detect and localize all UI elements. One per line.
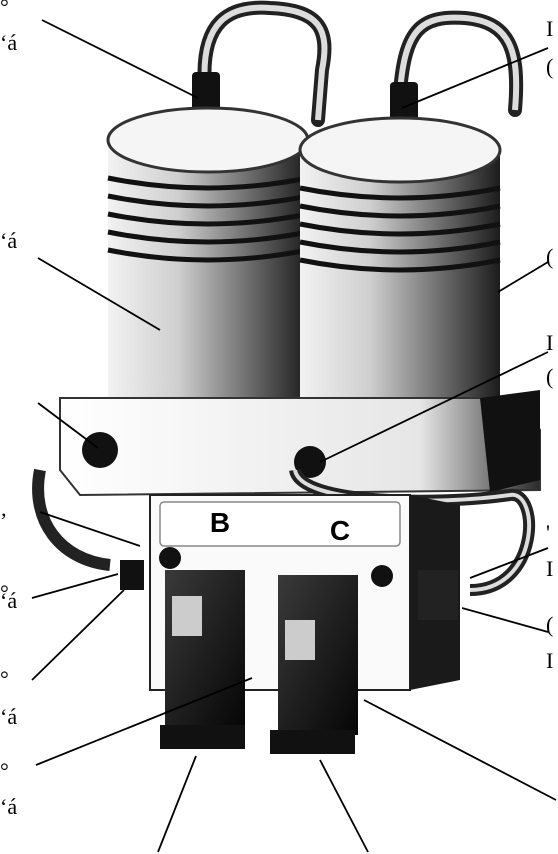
left-edge-mark: ° [0,580,9,605]
left-edge-marks: ° ‘á ‘á ‚ ° ‘á ° ‘á ° ‘á [0,0,17,819]
cylinder-left-cap [106,106,310,174]
leader-line-8 [31,573,119,599]
right-edge-mark: I [546,330,553,355]
left-edge-mark: ° [0,758,9,783]
plate-label-left: B [210,507,230,538]
base-connector-left [82,432,118,468]
cylinder-right-cap [298,116,502,184]
indicator-lamp-left [159,547,181,569]
side-fitting-right [418,570,458,620]
leader-line-4 [497,261,549,293]
right-edge-mark: ( [546,244,553,269]
base-plate [59,390,541,497]
base-connector-center [294,446,326,478]
leader-line-2 [401,47,549,109]
tube-left-highlight [201,4,328,121]
left-edge-mark: ‘á [0,30,17,55]
indicator-lamp-right [371,565,393,587]
right-edge-mark: I [546,556,553,581]
leader-line-10 [31,589,125,681]
right-edge-mark: ( [546,54,553,79]
left-edge-mark: ° [0,666,9,691]
tube-right-highlight [397,14,520,111]
leader-line-9 [469,547,549,579]
leader-line-11 [461,607,549,633]
left-edge-mark: ‘á [0,588,17,613]
right-edge-mark: I [546,16,553,41]
left-edge-mark: ‘á [0,794,17,819]
left-edge-mark: ‘á [0,228,17,253]
leader-line-6 [37,402,99,449]
leader-line-12 [35,677,253,766]
module-left [160,570,245,749]
label-plate [159,501,401,547]
leader-line-14 [157,755,197,853]
plate-label-right: C [330,515,350,546]
leader-lines [31,19,557,853]
module-right-window [285,620,315,660]
leader-line-13 [363,699,557,801]
hose-lower-right-highlight [293,469,532,592]
hose-lower-left [32,468,111,571]
tube-left [197,0,332,127]
cylinder-left [106,106,310,438]
right-edge-mark: ( [546,364,553,389]
right-edge-mark: ( [546,612,553,637]
cylinder-right-ribs [299,185,501,273]
right-edge-mark: ' [546,520,550,545]
cylinder-left-ribs [107,175,309,263]
left-edge-mark: ‘á [0,704,17,729]
right-edge-marks: I ( ( I ( ' I ( I [546,16,553,673]
left-edge-mark: ‚ [0,496,7,521]
left-edge-mark: ° [0,0,9,19]
leader-line-7 [39,511,141,547]
leader-line-3 [37,257,161,331]
module-right [270,575,358,754]
side-fitting-left [120,560,144,590]
leader-line-5 [319,351,549,463]
leader-line-15 [319,759,369,853]
module-left-window [172,596,202,636]
leader-line-1 [41,19,199,99]
right-edge-mark: I [546,648,553,673]
